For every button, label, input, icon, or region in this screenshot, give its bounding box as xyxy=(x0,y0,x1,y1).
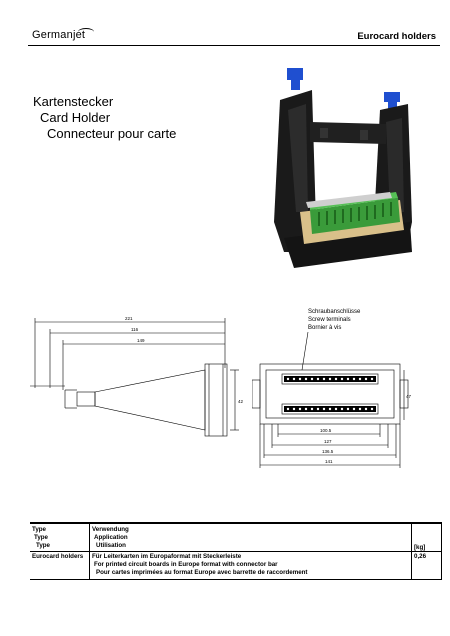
logo-arc-icon xyxy=(78,28,94,36)
dim-label-127: 127 xyxy=(324,439,332,444)
callout-english: Screw terminals xyxy=(308,317,351,323)
row-type: Eurocard holders xyxy=(32,553,84,560)
title-french: Connecteur pour carte xyxy=(47,126,177,141)
header-type-de: Type xyxy=(32,526,46,533)
header-use-en: Application xyxy=(94,534,128,541)
header-use-de: Verwendung xyxy=(92,526,129,533)
section-title: Eurocard holders xyxy=(357,31,436,42)
dim-label-47: 47 xyxy=(406,394,412,399)
logo-text: German xyxy=(32,29,73,41)
callout-german: Schraubanschlüsse xyxy=(308,309,361,315)
side-view-drawing: 221 116 149 42 xyxy=(30,316,244,437)
header-type-en: Type xyxy=(34,534,48,541)
row-desc-de: Für Leiterkarten im Europaformat mit Ste… xyxy=(92,553,242,560)
callout-french: Bornier à vis xyxy=(308,325,342,331)
front-view-drawing: 100.5 127 136.5 141 47 xyxy=(252,331,412,468)
row-desc-fr: Pour cartes imprimées au format Europe a… xyxy=(96,569,308,576)
dim-label-221: 221 xyxy=(125,316,133,321)
dim-label-116: 116 xyxy=(131,327,139,332)
title-german: Kartenstecker xyxy=(33,94,114,109)
header-divider xyxy=(28,45,440,46)
dim-label-100-5: 100.5 xyxy=(320,428,332,433)
header-use-fr: Utilisation xyxy=(96,542,126,549)
header-unit: [kg] xyxy=(414,544,426,551)
row-desc-en: For printed circuit boards in Europe for… xyxy=(94,561,278,568)
dim-label-149: 149 xyxy=(137,338,145,343)
title-english: Card Holder xyxy=(40,110,111,125)
dim-label-42: 42 xyxy=(238,399,244,404)
page-header: Germanjet Eurocard holders xyxy=(28,26,440,46)
row-weight: 0,26 xyxy=(414,553,427,560)
product-photo xyxy=(270,62,420,272)
terminal-callout: Schraubanschlüsse Screw terminals Bornie… xyxy=(308,308,360,332)
dim-label-141: 141 xyxy=(325,459,333,464)
dim-label-136-5: 136.5 xyxy=(322,449,334,454)
product-titles: Kartenstecker Card Holder Connecteur pou… xyxy=(33,94,176,142)
company-logo: Germanjet xyxy=(32,28,94,41)
header-type-fr: Type xyxy=(36,542,50,549)
